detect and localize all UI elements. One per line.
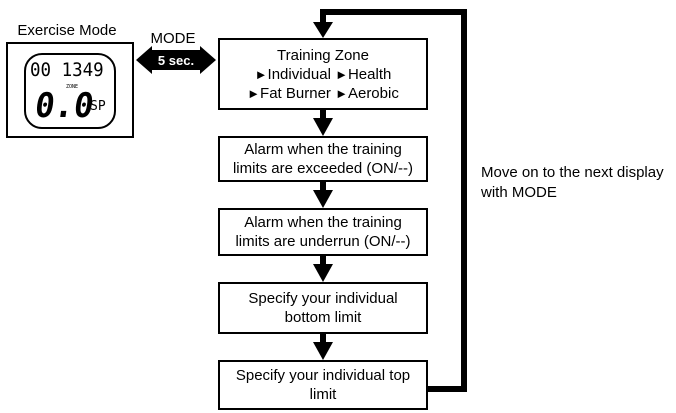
mode-label: MODE <box>150 30 196 47</box>
loop-back-line <box>320 9 467 392</box>
lcd-display: 00 1349 ZONE 0.0 SP <box>24 53 116 129</box>
option-individual: Individual <box>267 65 331 83</box>
loop-note: Move on to the next display with MODE <box>481 163 664 203</box>
step-text-line-1: Specify your individual top <box>235 367 411 384</box>
mode-double-arrow <box>136 46 216 74</box>
step-text-line-2: limits are exceeded (ON/--) <box>232 160 414 177</box>
step-text-line-2: bottom limit <box>284 309 362 326</box>
loop-note-line-2: with MODE <box>481 184 557 201</box>
exercise-mode-title: Exercise Mode <box>17 22 117 39</box>
down-arrow-3 <box>313 256 333 282</box>
step-text-line-1: Alarm when the training <box>244 141 402 158</box>
step-text-line-2: limit <box>309 386 337 403</box>
step-box-alarm-exceeded: Alarm when the training limits are excee… <box>218 136 428 182</box>
option-marker-icon: ► <box>254 66 268 82</box>
option-fat-burner: Fat Burner <box>260 84 331 102</box>
option-marker-icon: ► <box>247 85 261 101</box>
device-frame: 00 1349 ZONE 0.0 SP <box>6 42 134 138</box>
option-aerobic: Aerobic <box>347 84 399 102</box>
lcd-top-readout: 00 1349 <box>30 59 104 81</box>
step-text-line-2: limits are underrun (ON/--) <box>235 233 411 250</box>
down-arrow-2 <box>313 182 333 208</box>
step-text-line-1: Specify your individual <box>248 290 398 307</box>
mode-duration-text: 5 sec. <box>158 53 194 68</box>
lcd-zone-label: ZONE <box>66 84 79 90</box>
option-marker-icon: ► <box>335 85 348 101</box>
down-arrow-1 <box>313 110 333 136</box>
step-box-bottom-limit: Specify your individual bottom limit <box>218 282 428 334</box>
loop-note-line-1: Move on to the next display <box>481 164 664 181</box>
step-box-top-limit: Specify your individual top limit <box>218 360 428 410</box>
option-health: Health <box>347 65 392 83</box>
loop-back-arrowhead <box>313 22 333 38</box>
training-zone-title: Training Zone <box>277 46 369 64</box>
training-zone-box: Training Zone ►Individual ►Health ►Fat B… <box>218 38 428 110</box>
training-zone-options-row-2: ►Fat Burner ►Aerobic <box>247 84 399 103</box>
lcd-sp-label: SP <box>90 99 106 114</box>
option-marker-icon: ► <box>335 66 348 82</box>
step-box-alarm-underrun: Alarm when the training limits are under… <box>218 208 428 256</box>
step-text-line-1: Alarm when the training <box>244 214 402 231</box>
down-arrow-4 <box>313 334 333 360</box>
training-zone-options-row-1: ►Individual ►Health <box>255 65 392 84</box>
